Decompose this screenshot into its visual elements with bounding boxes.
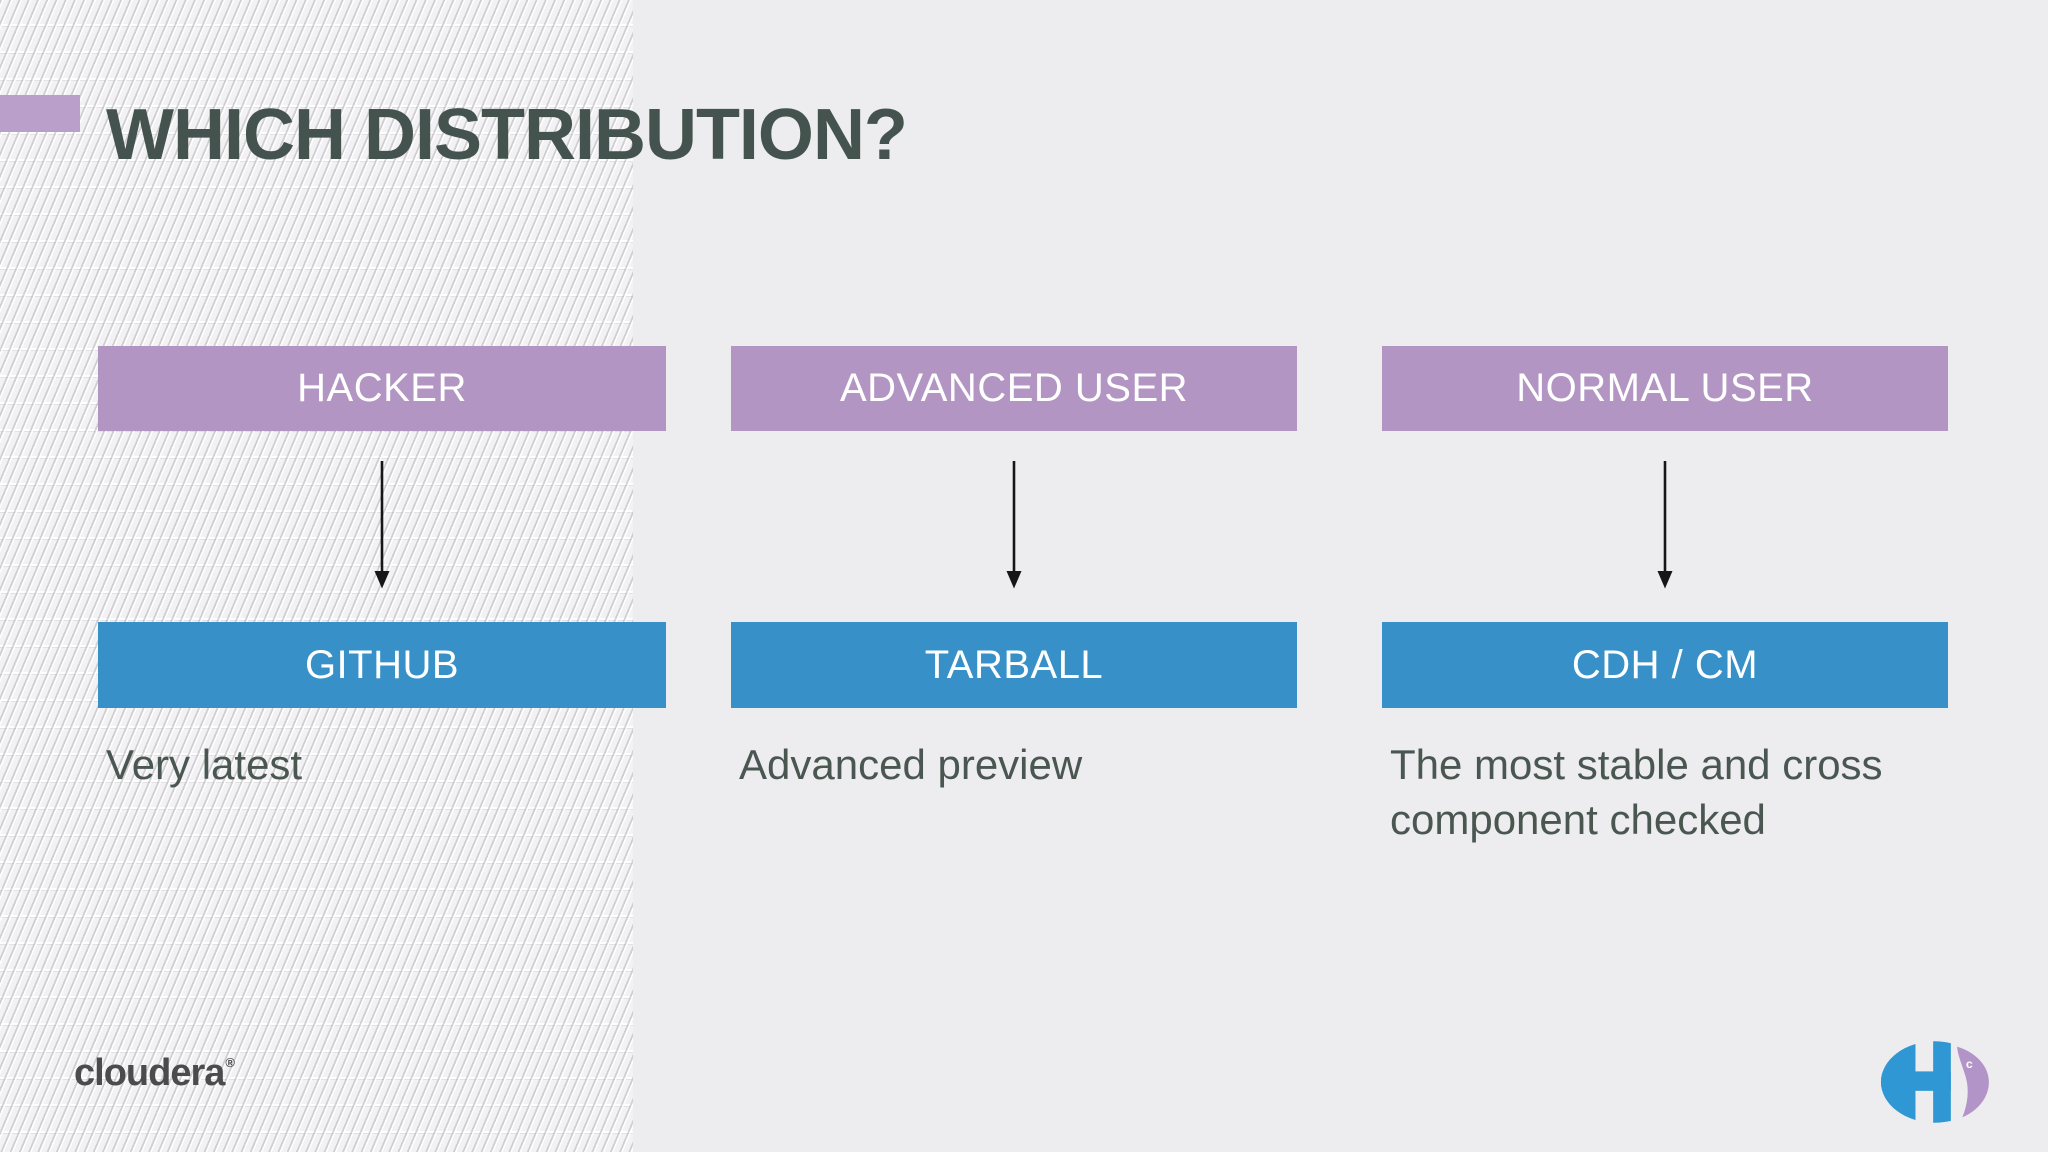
distribution-box: GITHUB [98,622,666,708]
distribution-label: GITHUB [304,642,460,687]
audience-box: NORMAL USER [1382,346,1948,431]
distribution-box: TARBALL [731,622,1297,708]
audience-box: HACKER [98,346,666,431]
down-arrow-icon [374,461,390,589]
logo-crescent [1957,1046,1989,1118]
distribution-box: CDH / CM [1382,622,1948,708]
distribution-label: CDH / CM [1571,642,1759,687]
registered-mark-icon: ® [225,1055,235,1071]
down-arrow-icon [1006,461,1022,589]
distribution-label: TARBALL [924,642,1104,687]
audience-label: HACKER [297,366,467,410]
h-crescent-logo-icon: c [1880,1041,1989,1123]
description-text: Advanced preview [739,741,1083,788]
description-text: Very latest [106,741,303,788]
wordmark-text: cloudera [74,1052,225,1094]
description-text: The most stable and cross component chec… [1390,741,1883,844]
column-advanced-user: ADVANCED USER TARBALL Advanced preview [731,346,1297,906]
cloudera-wordmark: cloudera® [74,1052,235,1095]
audience-label: ADVANCED USER [839,366,1189,410]
audience-label: NORMAL USER [1516,366,1814,410]
hatch-texture [0,0,633,1152]
logo-right-bar [1933,1041,1951,1123]
column-normal-user: NORMAL USER CDH / CM The most stable and… [1382,346,1948,906]
audience-box: ADVANCED USER [731,346,1297,431]
column-hacker: HACKER GITHUB Very latest [98,346,666,906]
slide-title: WHICH DISTRIBUTION? [106,95,908,175]
logo-letter: c [1966,1057,1973,1071]
down-arrow-icon [1657,461,1673,589]
title-accent-bar [0,95,80,132]
